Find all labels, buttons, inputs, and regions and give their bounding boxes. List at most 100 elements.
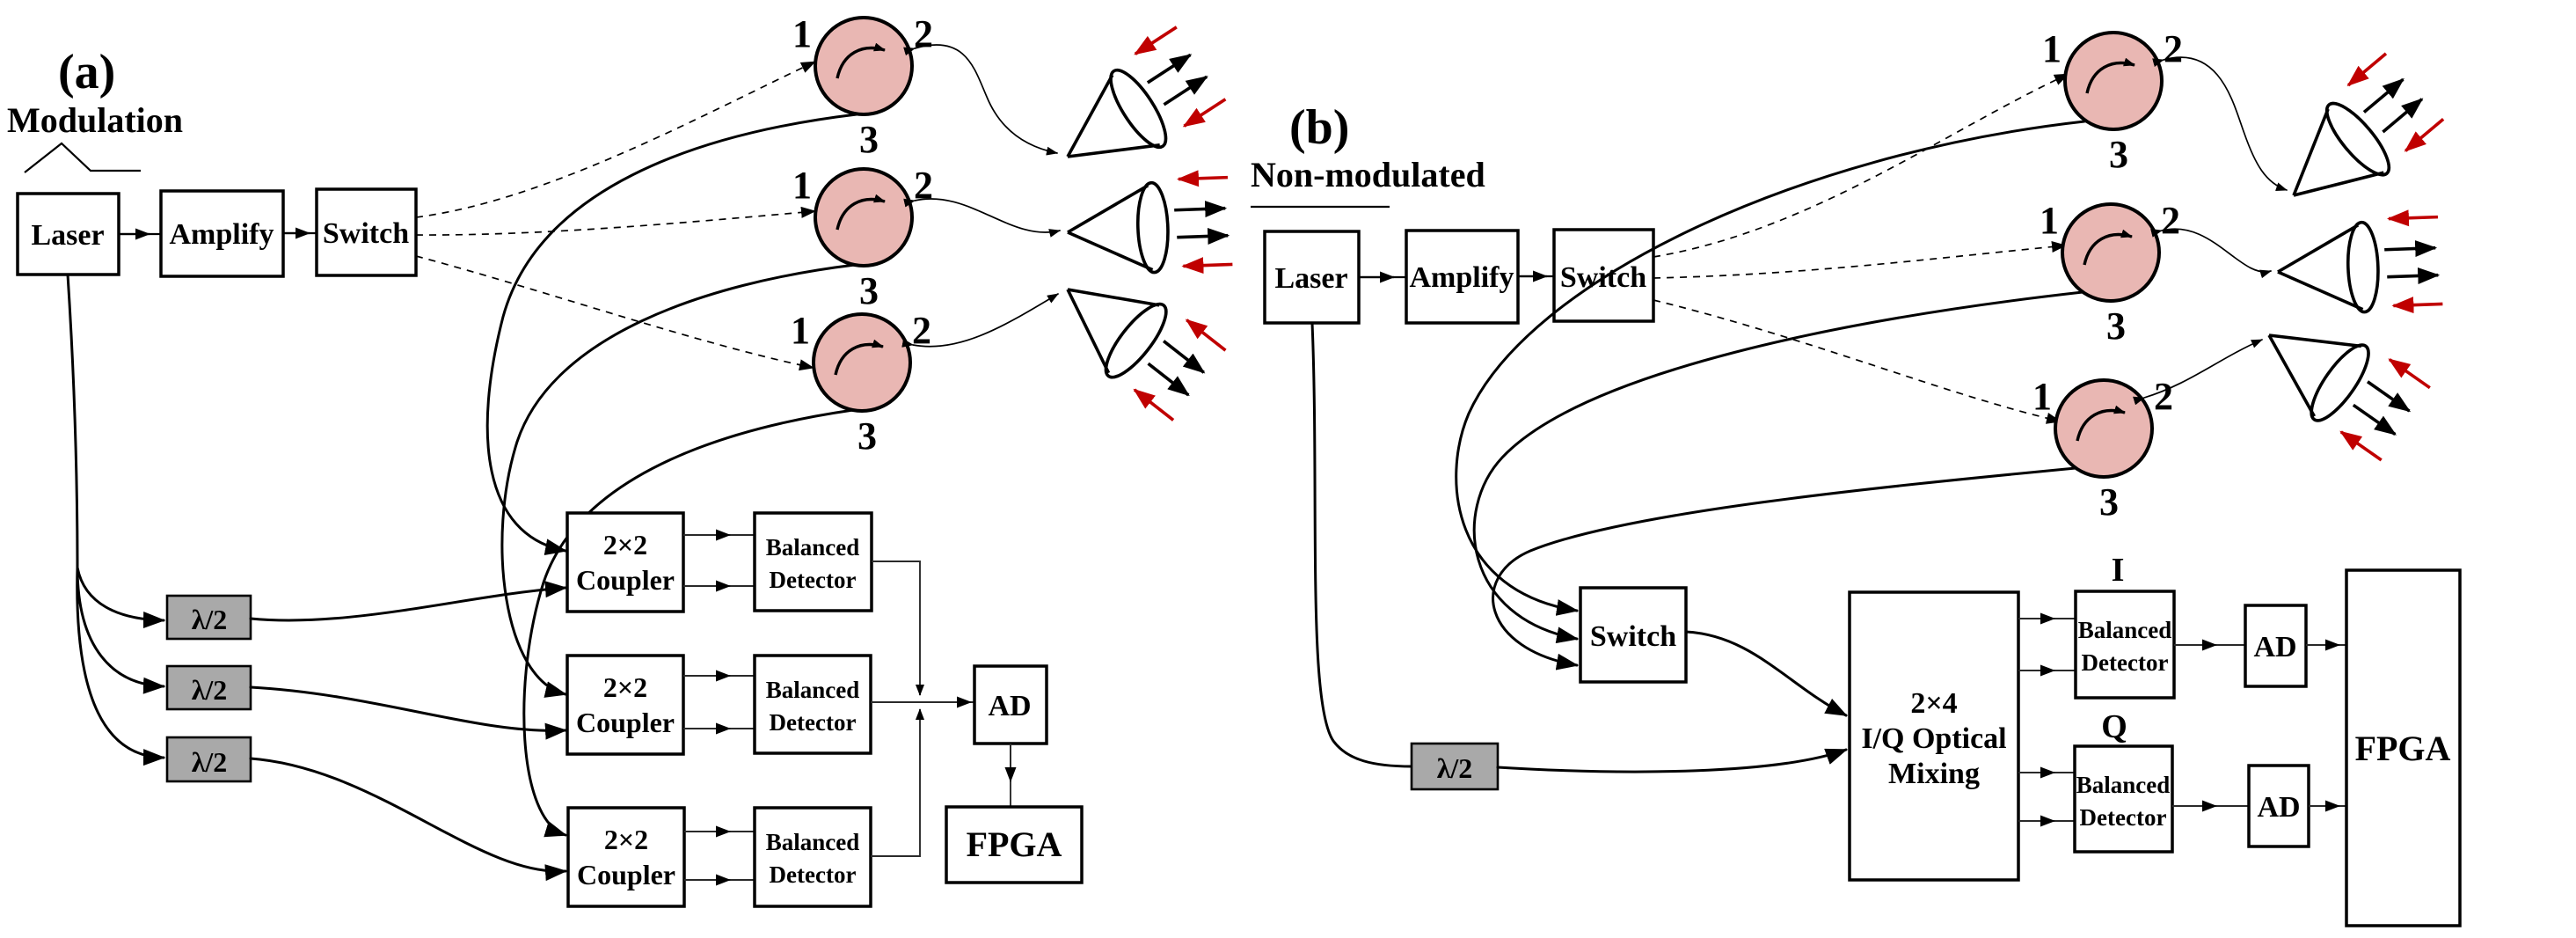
bd-label-line2: Detector [770, 861, 857, 888]
dashed-switch-link-b1 [1653, 73, 2069, 258]
laser-label: Laser [31, 219, 104, 252]
coupler-label-line2: Coupler [576, 564, 675, 596]
balanced-detector-box-a-3 [753, 806, 872, 908]
horn-antenna-b-1 [2262, 53, 2447, 229]
horn-antenna-a-1 [1041, 26, 1229, 193]
circulator-a-1 [792, 12, 933, 161]
fiber-circulator-coupler-a2 [500, 263, 857, 698]
route-bd1-to-junction [872, 561, 924, 696]
coupler-label-line1: 2×2 [604, 824, 648, 855]
fiber-circulator-horn-b1 [2152, 56, 2288, 191]
fpga-label: FPGA [967, 824, 1062, 864]
modulation-waveform-icon [24, 142, 141, 173]
fiber-circulator-switch-b1 [1455, 120, 2086, 616]
bd-label-line1: Balanced [2078, 617, 2172, 643]
waveplate-label: λ/2 [192, 674, 228, 706]
panel-a-title: Modulation [7, 100, 183, 140]
mixer-label-line3: Mixing [1888, 758, 1980, 790]
amplify-label: Amplify [1410, 261, 1514, 294]
panel-b-title: Non-modulated [1251, 155, 1485, 194]
switch-box-a [315, 187, 418, 277]
balanced-detector-box-a-1 [753, 511, 873, 612]
waveplate-label: λ/2 [192, 604, 228, 635]
coupler-label-line1: 2×2 [603, 529, 647, 561]
lo-branch-a1 [76, 566, 165, 629]
ad-box-a [973, 664, 1048, 745]
fpga-box-a [945, 805, 1084, 884]
switch-label: Switch [1590, 620, 1676, 653]
coupler-label-line2: Coupler [577, 859, 675, 890]
panel-b: (b) Non-modulated Laser Amplify Switch [1251, 27, 2462, 927]
bd-label-line2: Detector [2082, 649, 2169, 676]
ad-label: AD [2257, 791, 2300, 824]
fiber-circulator-switch-b3 [1492, 466, 2077, 671]
fiber-waveplate-coupler-a2 [249, 685, 567, 740]
bd-label-line1: Balanced [766, 534, 860, 561]
dashed-switch-link-a1 [415, 61, 816, 218]
route-bd3-to-junction [871, 708, 924, 857]
amplify-box-b [1405, 229, 1520, 325]
q-channel-label: Q [2101, 708, 2127, 745]
coupler-label-line1: 2×2 [603, 671, 647, 703]
horn-antenna-b-3 [2244, 295, 2432, 465]
dashed-switch-link-a2 [415, 206, 816, 236]
bd-label-line1: Balanced [766, 677, 860, 703]
fiber-circulator-horn-b2 [2150, 228, 2272, 279]
laser-box-b [1263, 230, 1361, 325]
coupler-box-a-2 [566, 654, 685, 756]
fiber-waveplate-coupler-a1 [249, 581, 567, 622]
coupler-box-a-1 [566, 511, 685, 613]
mixer-label-line1: 2×4 [1910, 687, 1957, 720]
fiber-circulator-switch-b2 [1472, 290, 2084, 644]
circulator-a-2 [792, 164, 933, 312]
dashed-switch-link-a3 [415, 255, 814, 371]
circulator-b-1 [2042, 27, 2183, 176]
bd-label-line1: Balanced [2076, 772, 2171, 798]
dashed-switch-link-b2 [1653, 241, 2067, 279]
fiber-circulator-horn-a2 [903, 198, 1061, 238]
waveplate-a-2 [165, 664, 252, 711]
horn-antenna-b-2 [2276, 217, 2443, 315]
switch-label: Switch [323, 217, 409, 250]
iq-mixer-box-b [1848, 590, 2020, 882]
receive-switch-box-b [1579, 586, 1688, 684]
laser-lo-line-a [66, 273, 79, 569]
fiber-circulator-coupler-a3 [522, 408, 855, 838]
bd-label-line1: Balanced [766, 829, 860, 855]
lo-branch-a3 [76, 566, 165, 766]
amplify-label: Amplify [170, 218, 274, 251]
waveplate-a-1 [165, 594, 252, 641]
circulator-b-3 [2032, 375, 2173, 524]
fiber-waveplate-coupler-a3 [249, 757, 567, 882]
fpga-box-b [2345, 568, 2462, 927]
lo-branch-a2 [76, 566, 165, 694]
horn-antenna-a-3 [1041, 251, 1227, 424]
fpga-label: FPGA [2355, 729, 2451, 768]
panel-a: (a) Modulation Laser Amplify Switch [7, 12, 1233, 908]
mixer-label-line2: I/Q Optical [1861, 722, 2006, 755]
dashed-switch-link-b3 [1653, 299, 2062, 424]
coupler-label-line2: Coupler [576, 707, 675, 738]
bd-label-line2: Detector [770, 567, 857, 593]
waveplate-label: λ/2 [1437, 752, 1473, 784]
ad-label: AD [2253, 631, 2296, 663]
panel-a-tag: (a) [58, 45, 115, 99]
horn-antenna-a-2 [1066, 178, 1233, 275]
bd-label-line2: Detector [770, 709, 857, 736]
ad-box-b-q [2247, 764, 2310, 848]
panel-b-tag: (b) [1289, 100, 1349, 155]
laser-box-a [16, 192, 120, 276]
circulator-a-3 [791, 309, 931, 458]
fiber-circulator-horn-a3 [901, 293, 1059, 348]
laser-lo-line-b [1310, 321, 1413, 768]
fiber-circulator-horn-a1 [903, 44, 1058, 156]
i-channel-label: I [2112, 552, 2125, 589]
ad-box-b-i [2244, 604, 2308, 688]
balanced-detector-box-b-q [2073, 744, 2174, 854]
fiber-waveplate-mixer-b [1496, 748, 1848, 773]
switch-box-b [1552, 228, 1655, 323]
laser-label: Laser [1274, 262, 1347, 295]
balanced-detector-box-b-i [2074, 590, 2176, 700]
waveplate-label: λ/2 [192, 746, 228, 778]
